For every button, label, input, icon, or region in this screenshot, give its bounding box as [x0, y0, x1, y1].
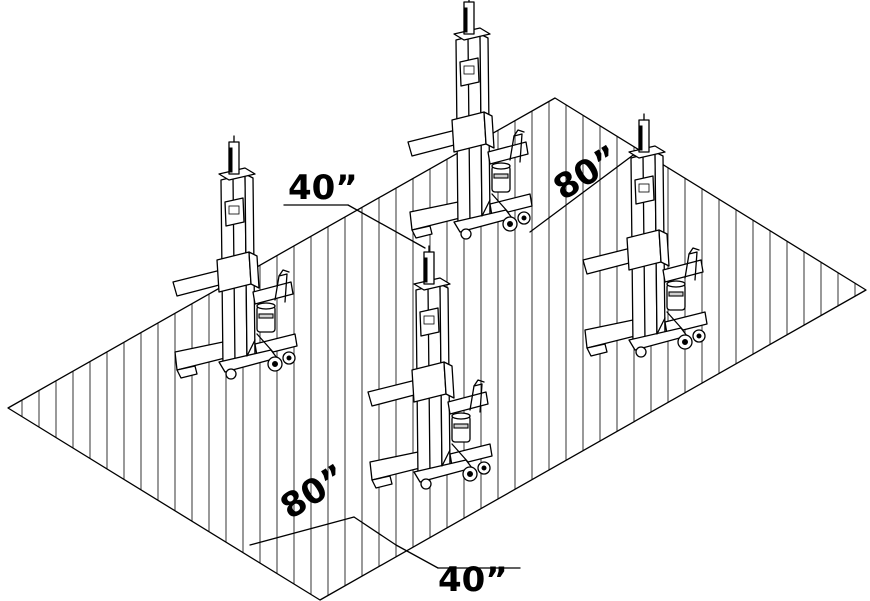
dimension-extension-top-right — [529, 149, 641, 233]
dimension-label-top-left: 40” — [288, 168, 358, 208]
dimension-label-bottom-right: 40” — [438, 560, 508, 600]
dimension-lines — [249, 149, 641, 569]
dimension-extension-top-left — [347, 204, 426, 249]
dimension-extension-bottom-right — [395, 544, 439, 569]
dimension-extension-bottom-left — [249, 516, 355, 546]
